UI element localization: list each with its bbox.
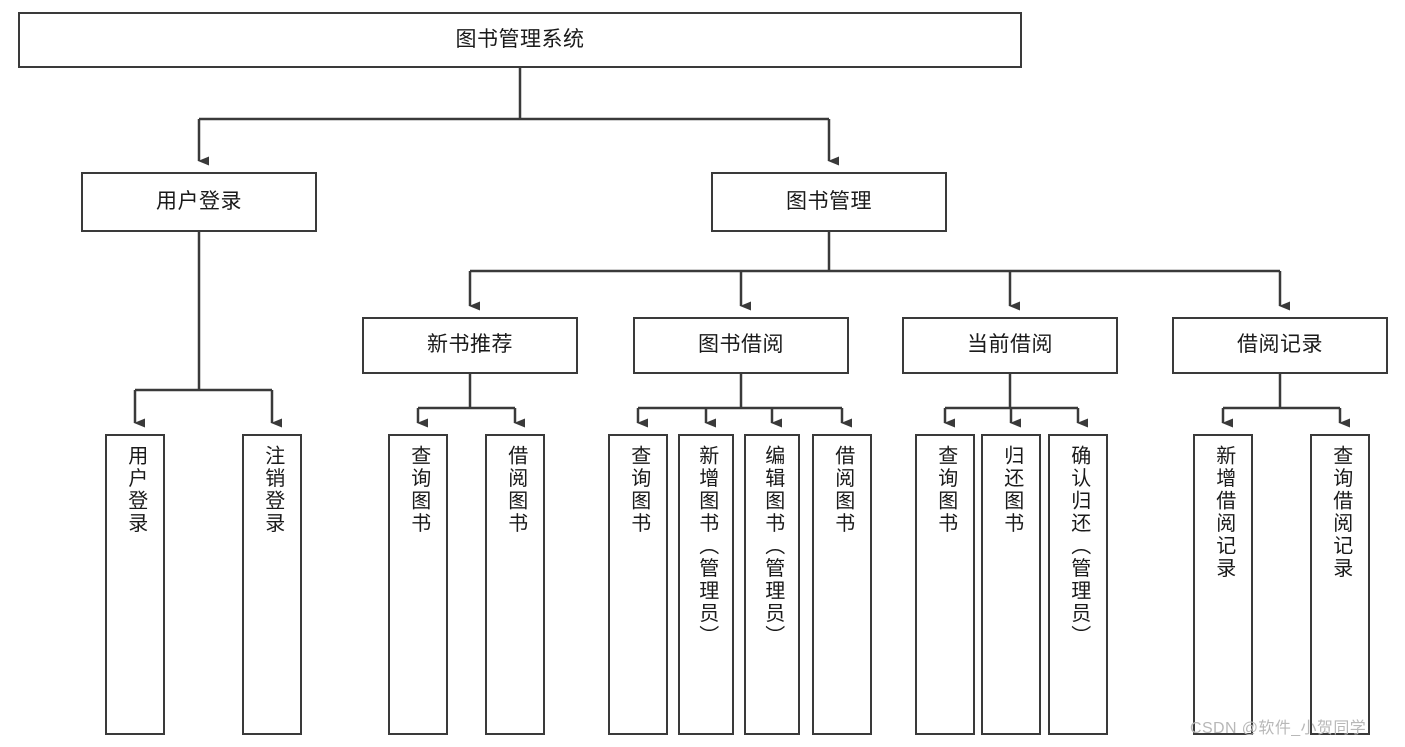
node-label: 新书推荐 [427, 333, 513, 357]
node-label: 查询图书 [934, 445, 957, 535]
node-leaf-query-book-1[interactable]: 查询图书 [388, 434, 448, 735]
node-label: 确认归还（管理员） [1067, 445, 1090, 648]
node-leaf-query-record[interactable]: 查询借阅记录 [1310, 434, 1370, 735]
node-label: 查询图书 [407, 445, 430, 535]
node-leaf-return-book[interactable]: 归还图书 [981, 434, 1041, 735]
node-label: 图书借阅 [698, 333, 784, 357]
node-leaf-edit-book[interactable]: 编辑图书（管理员） [744, 434, 800, 735]
node-label: 编辑图书（管理员） [761, 445, 784, 648]
node-label: 图书管理系统 [455, 27, 585, 51]
node-label: 借阅记录 [1237, 333, 1323, 357]
node-new-book-recommend[interactable]: 新书推荐 [362, 317, 578, 374]
node-root[interactable]: 图书管理系统 [18, 12, 1022, 68]
node-leaf-borrow-book-1[interactable]: 借阅图书 [485, 434, 545, 735]
node-book-manage[interactable]: 图书管理 [711, 172, 947, 232]
node-leaf-query-book-3[interactable]: 查询图书 [915, 434, 975, 735]
node-label: 查询图书 [627, 445, 650, 535]
node-leaf-logout[interactable]: 注销登录 [242, 434, 302, 735]
node-book-borrow[interactable]: 图书借阅 [633, 317, 849, 374]
node-label: 归还图书 [1000, 445, 1023, 535]
node-leaf-user-login[interactable]: 用户登录 [105, 434, 165, 735]
node-label: 用户登录 [156, 189, 242, 213]
node-label: 注销登录 [261, 445, 284, 535]
node-label: 借阅图书 [504, 445, 527, 535]
node-leaf-confirm-return[interactable]: 确认归还（管理员） [1048, 434, 1108, 735]
node-label: 新增图书（管理员） [695, 445, 718, 648]
node-label: 当前借阅 [967, 333, 1053, 357]
watermark-label: CSDN @软件_小贺同学 [1190, 720, 1367, 737]
node-label: 新增借阅记录 [1212, 445, 1235, 580]
node-user-login[interactable]: 用户登录 [81, 172, 317, 232]
node-label: 用户登录 [124, 445, 147, 535]
node-label: 查询借阅记录 [1329, 445, 1352, 580]
node-label: 图书管理 [786, 189, 872, 213]
node-borrow-record[interactable]: 借阅记录 [1172, 317, 1388, 374]
node-leaf-query-book-2[interactable]: 查询图书 [608, 434, 668, 735]
node-current-borrow[interactable]: 当前借阅 [902, 317, 1118, 374]
node-leaf-borrow-book-2[interactable]: 借阅图书 [812, 434, 872, 735]
node-leaf-add-record[interactable]: 新增借阅记录 [1193, 434, 1253, 735]
node-label: 借阅图书 [831, 445, 854, 535]
node-leaf-add-book[interactable]: 新增图书（管理员） [678, 434, 734, 735]
